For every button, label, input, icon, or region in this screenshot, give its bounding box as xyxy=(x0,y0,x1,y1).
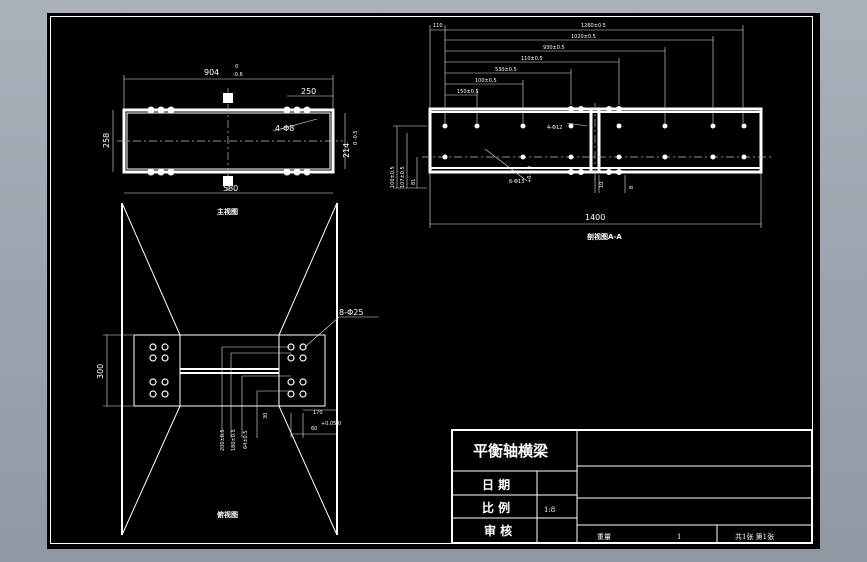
dim-930: 930±0.5 xyxy=(543,45,565,51)
dim-left-100: 100±0.5 xyxy=(390,166,396,188)
dim-1260: 1260±0.5 xyxy=(581,23,606,29)
hole-callout-6-phi13-tol: +0.2 0 xyxy=(527,166,533,183)
dim-250: 250 xyxy=(301,87,316,96)
title-block: 平衡轴横梁 日 期 比 例 1:8 审 核 重量 1 共1张 第1张 xyxy=(451,429,813,544)
dim-150: 150±0.5 xyxy=(457,89,479,95)
weight-value: 1 xyxy=(677,533,681,541)
dim-580: 580 xyxy=(223,184,238,193)
dim-300: 300 xyxy=(96,364,105,379)
drawing-sheet: 904 0 -0.6 250 258 214 0 -0.5 4-Φ8 580 主… xyxy=(47,13,820,549)
front-view-label: 主视图 xyxy=(217,207,238,216)
review-label: 审 核 xyxy=(484,523,512,538)
cad-drawing: 904 0 -0.6 250 258 214 0 -0.5 4-Φ8 580 主… xyxy=(50,16,813,544)
dim-1020: 1020±0.5 xyxy=(571,34,596,40)
dim-left-81: 81 xyxy=(411,179,417,185)
top-view: 300 8-Φ25 170 60 +0.05 0 200±0.5 180±0.5… xyxy=(96,202,379,536)
dim-904-tol-upper: 0 xyxy=(235,64,238,70)
dim-100: 100±0.5 xyxy=(475,78,497,84)
front-view-lug-bottom xyxy=(223,176,233,186)
dim-left-107: 107±0.5 xyxy=(400,166,406,188)
dim-60-tol: +0.05 0 xyxy=(321,421,341,427)
top-view-label: 俯视图 xyxy=(217,510,238,519)
scale-value: 1:8 xyxy=(544,506,555,514)
weight-label: 重量 xyxy=(597,533,611,541)
top-view-center-beam xyxy=(179,334,280,407)
front-view-lug-top xyxy=(223,93,233,103)
dim-64: 64±0.5 xyxy=(243,430,249,449)
sheet-count: 共1张 第1张 xyxy=(735,532,774,541)
part-name: 平衡轴横梁 xyxy=(473,442,549,460)
dim-right-10: 10 xyxy=(599,182,605,188)
section-view-label: 剖视图A-A xyxy=(587,232,622,241)
front-view: 904 0 -0.6 250 258 214 0 -0.5 4-Φ8 580 主… xyxy=(102,64,359,216)
dim-904: 904 xyxy=(204,68,219,77)
scale-label: 比 例 xyxy=(482,500,510,515)
dim-110-small: 110 xyxy=(433,23,443,29)
dim-110: 110±0.5 xyxy=(521,56,543,62)
hole-callout-8-phi25: 8-Φ25 xyxy=(339,308,363,317)
dim-170: 170 xyxy=(313,410,323,416)
top-view-left-flare xyxy=(121,202,181,536)
top-view-right-flare xyxy=(278,202,338,536)
hole-callout-4-phi12: 4-Φ12 xyxy=(547,125,562,131)
dim-200: 200±0.5 xyxy=(220,429,226,451)
title-block-frame xyxy=(451,429,813,544)
dim-530: 530±0.5 xyxy=(495,67,517,73)
dim-30: 30 xyxy=(263,413,269,419)
dim-214-tol: 0 -0.5 xyxy=(353,130,359,145)
top-view-left-plate xyxy=(133,334,181,407)
hole-callout-4-phi8: 4-Φ8 xyxy=(275,124,294,133)
hole-callout-6-phi13: 6-Φ13 xyxy=(509,179,524,185)
section-view: 1260±0.5 1020±0.5 930±0.5 110±0.5 530±0.… xyxy=(390,23,771,241)
drawing-border xyxy=(50,16,813,544)
dim-1400: 1400 xyxy=(585,213,605,222)
dim-180: 180±0.5 xyxy=(231,429,237,451)
dim-right-8: 8 xyxy=(629,186,635,189)
date-label: 日 期 xyxy=(482,477,510,492)
dim-214: 214 xyxy=(342,143,351,158)
dim-904-tol-lower: -0.6 xyxy=(233,72,243,78)
section-view-outline xyxy=(428,107,763,174)
dim-60: 60 xyxy=(311,426,317,432)
dim-258: 258 xyxy=(102,133,111,148)
